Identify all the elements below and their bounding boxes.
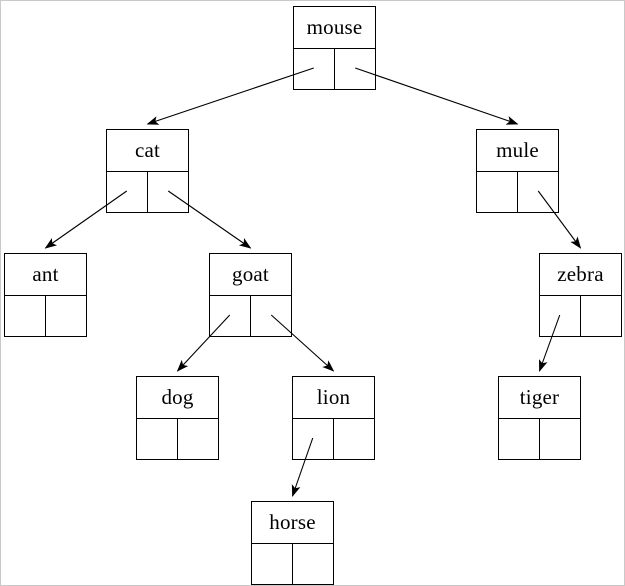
left-pointer-cell xyxy=(499,419,540,459)
left-pointer-cell xyxy=(540,296,581,336)
right-pointer-cell xyxy=(251,296,291,336)
tree-node-ant: ant xyxy=(4,253,87,337)
tree-node-cat: cat xyxy=(106,129,189,213)
right-pointer-cell xyxy=(178,419,218,459)
pointer-cells xyxy=(293,419,374,459)
left-pointer-cell xyxy=(252,544,293,584)
right-pointer-cell xyxy=(46,296,86,336)
node-label-dog: dog xyxy=(137,377,218,419)
tree-node-tiger: tiger xyxy=(498,376,581,460)
tree-node-dog: dog xyxy=(136,376,219,460)
pointer-cells xyxy=(477,172,558,212)
right-pointer-cell xyxy=(293,544,333,584)
pointer-cells xyxy=(294,49,375,89)
node-label-goat: goat xyxy=(210,254,291,296)
node-label-tiger: tiger xyxy=(499,377,580,419)
right-pointer-cell xyxy=(581,296,621,336)
pointer-cells xyxy=(5,296,86,336)
node-label-horse: horse xyxy=(252,502,333,544)
left-pointer-cell xyxy=(294,49,335,89)
pointer-cells xyxy=(540,296,621,336)
pointer-cells xyxy=(499,419,580,459)
pointer-cells xyxy=(137,419,218,459)
node-label-lion: lion xyxy=(293,377,374,419)
tree-node-mule: mule xyxy=(476,129,559,213)
node-label-mule: mule xyxy=(477,130,558,172)
right-pointer-cell xyxy=(540,419,580,459)
pointer-cells xyxy=(210,296,291,336)
tree-node-zebra: zebra xyxy=(539,253,622,337)
tree-node-goat: goat xyxy=(209,253,292,337)
tree-node-mouse: mouse xyxy=(293,6,376,90)
left-pointer-cell xyxy=(5,296,46,336)
left-pointer-cell xyxy=(293,419,334,459)
right-pointer-cell xyxy=(334,419,374,459)
node-label-cat: cat xyxy=(107,130,188,172)
node-label-ant: ant xyxy=(5,254,86,296)
right-pointer-cell xyxy=(148,172,188,212)
left-pointer-cell xyxy=(210,296,251,336)
node-label-zebra: zebra xyxy=(540,254,621,296)
node-label-mouse: mouse xyxy=(294,7,375,49)
right-pointer-cell xyxy=(335,49,375,89)
left-pointer-cell xyxy=(107,172,148,212)
left-pointer-cell xyxy=(137,419,178,459)
left-pointer-cell xyxy=(477,172,518,212)
pointer-cells xyxy=(252,544,333,584)
tree-node-horse: horse xyxy=(251,501,334,585)
right-pointer-cell xyxy=(518,172,558,212)
pointer-cells xyxy=(107,172,188,212)
tree-node-lion: lion xyxy=(292,376,375,460)
